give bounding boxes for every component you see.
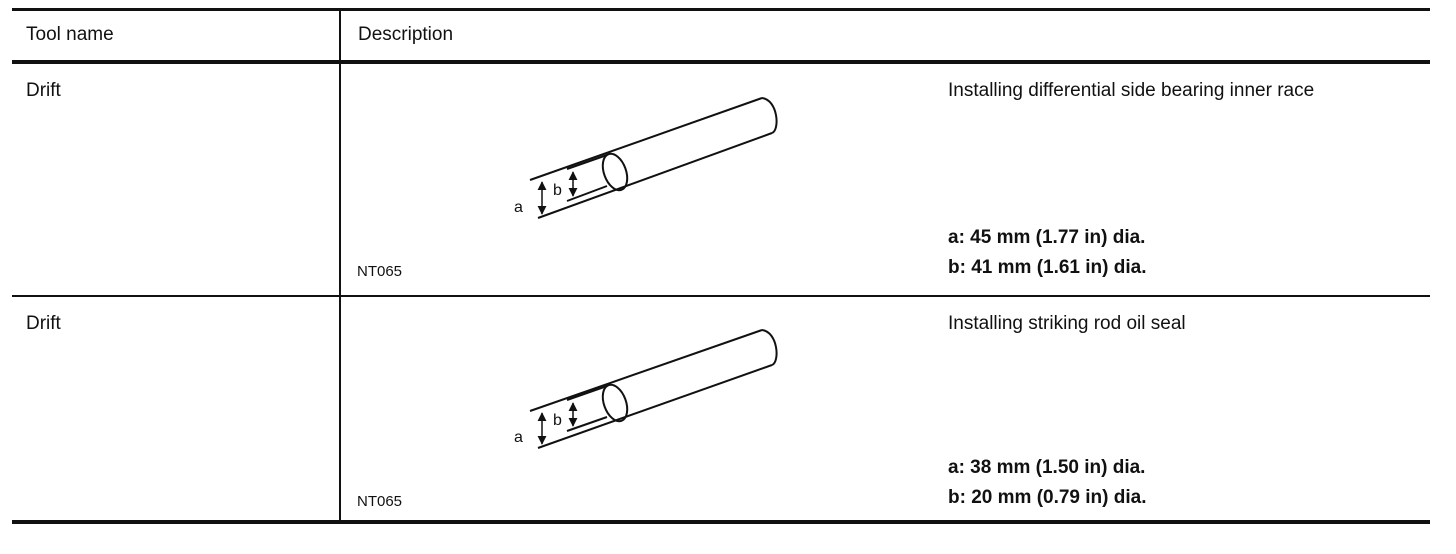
row-1-purpose: Installing differential side bearing inn… [948, 80, 1315, 101]
row-1-drift-illustration [529, 97, 778, 219]
row-2-figure-code: NT065 [357, 493, 403, 510]
row-2-tool-name: Drift [26, 313, 61, 334]
row-2-drift-illustration [529, 329, 778, 449]
row-1-figure-code: NT065 [357, 263, 403, 280]
row-2-purpose: Installing striking rod oil seal [948, 313, 1186, 334]
table-top-rule [12, 8, 1430, 11]
row-1-dimension-a: a: 45 mm (1.77 in) dia. [948, 227, 1146, 248]
row-1-label-a: a [514, 199, 523, 216]
row-2-label-b: b [553, 412, 562, 429]
row-2-label-a: a [514, 429, 523, 446]
row-2-dimension-b: b: 20 mm (0.79 in) dia. [948, 487, 1147, 508]
table-bottom-rule [12, 520, 1430, 524]
header-description: Description [358, 24, 454, 45]
row-1-label-b: b [553, 182, 562, 199]
column-divider [339, 8, 341, 522]
row-divider [12, 295, 1430, 297]
header-bottom-rule [12, 60, 1430, 64]
row-2-dimension-a: a: 38 mm (1.50 in) dia. [948, 457, 1146, 478]
header-tool-name: Tool name [26, 24, 114, 45]
row-1-dimension-b: b: 41 mm (1.61 in) dia. [948, 257, 1147, 278]
row-1-tool-name: Drift [26, 80, 61, 101]
